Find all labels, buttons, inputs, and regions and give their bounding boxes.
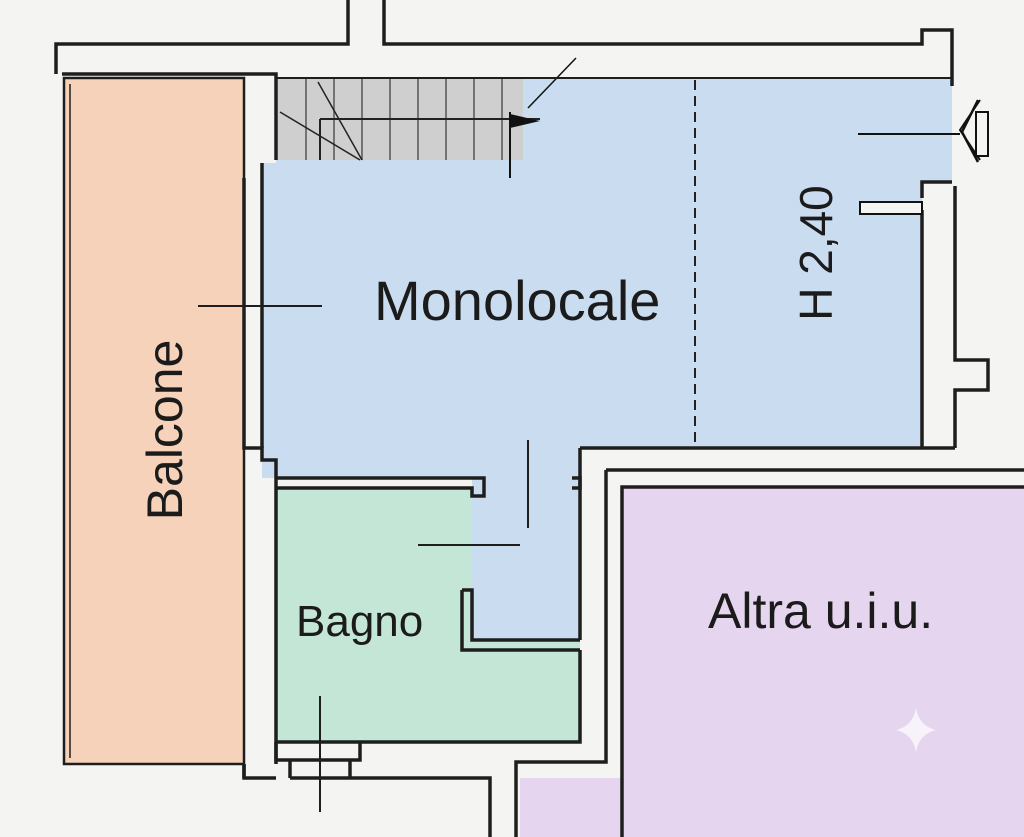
altra-uiu-area bbox=[520, 487, 1024, 837]
height-marker bbox=[859, 201, 923, 215]
balcone-area bbox=[64, 78, 244, 764]
entrance-marker bbox=[858, 99, 989, 163]
room-label-monolocale: Monolocale bbox=[374, 269, 660, 332]
room-label-bagno: Bagno bbox=[296, 597, 423, 646]
room-label-altra: Altra u.i.u. bbox=[708, 583, 933, 639]
ceiling-height-label: H 2,40 bbox=[790, 185, 842, 321]
room-label-balcone: Balcone bbox=[137, 340, 193, 521]
stair-direction-arrow bbox=[509, 57, 577, 178]
monolocale-area bbox=[262, 78, 952, 640]
staircase bbox=[279, 78, 540, 161]
bagno-area bbox=[276, 488, 580, 742]
sparkle-icon bbox=[896, 708, 936, 752]
leader-lines bbox=[198, 305, 529, 812]
